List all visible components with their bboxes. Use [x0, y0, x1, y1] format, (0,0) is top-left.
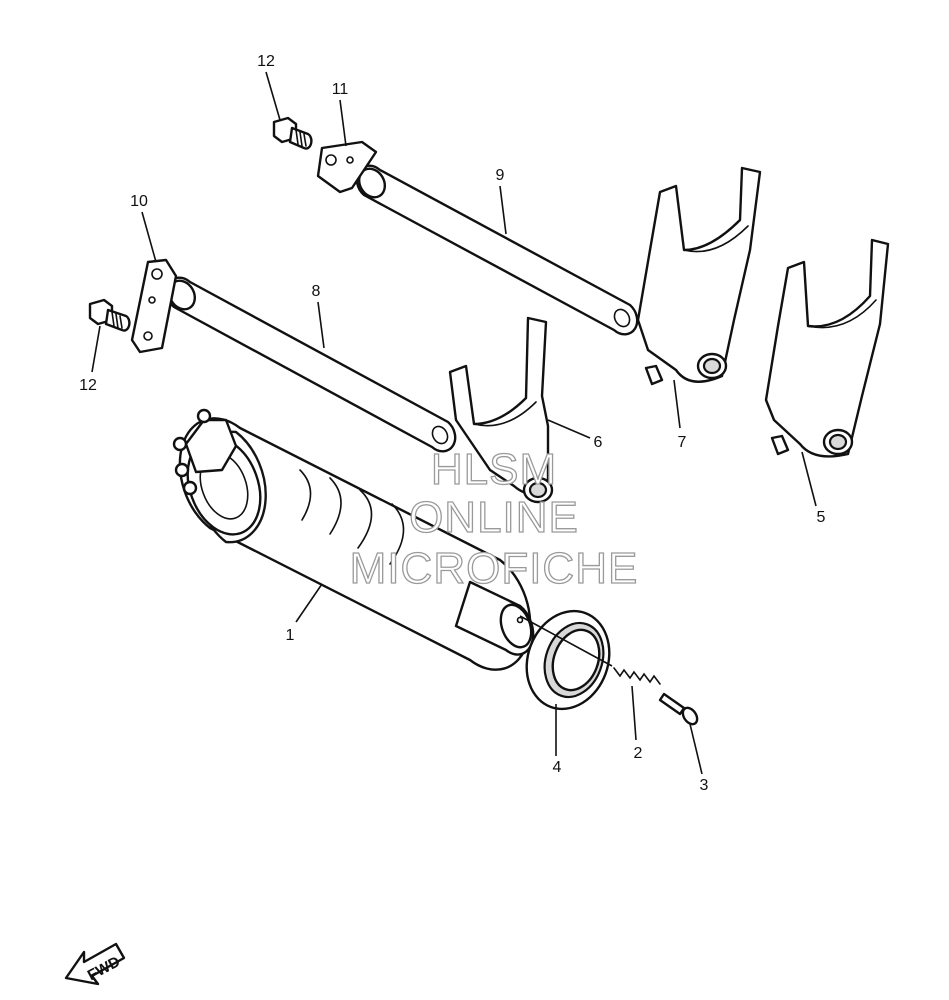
- callout-2: 2: [634, 745, 643, 762]
- callout-10: 10: [130, 193, 148, 210]
- callout-1: 1: [286, 627, 295, 644]
- callout-3: 3: [700, 777, 709, 794]
- callout-12-left: 12: [79, 377, 97, 394]
- shift-fork-right: [764, 238, 890, 458]
- stopper-plate-left: [130, 258, 178, 354]
- callout-6: 6: [594, 434, 603, 451]
- stopper-plate-top: [316, 140, 378, 194]
- bolt-top: [272, 116, 313, 150]
- watermark-line-1: HLSM: [431, 445, 557, 494]
- pin: [658, 692, 699, 726]
- fork-shaft-upper: [355, 164, 639, 336]
- spring: [613, 667, 661, 685]
- watermark-line-2: ONLINE: [409, 493, 579, 542]
- callout-9: 9: [496, 167, 505, 184]
- callout-8: 8: [312, 283, 321, 300]
- leader-lines: [91, 71, 817, 775]
- shift-fork-upper: [636, 166, 762, 386]
- callout-12-top: 12: [257, 53, 275, 70]
- shift-fork-center: [448, 316, 554, 504]
- bearing: [525, 609, 611, 711]
- fwd-arrow-icon: FWD: [64, 942, 126, 986]
- callout-5: 5: [817, 509, 826, 526]
- watermark: HLSM ONLINE MICROFICHE: [349, 444, 639, 593]
- bolt-left: [88, 298, 131, 332]
- callout-labels: 1 2 3 4 5 6 7 8 9 10 11 12 12: [79, 53, 825, 794]
- watermark-line-3: MICROFICHE: [350, 544, 639, 593]
- shift-drum: [172, 408, 535, 671]
- callout-7: 7: [678, 434, 687, 451]
- callout-4: 4: [553, 759, 562, 776]
- callout-11: 11: [332, 81, 349, 98]
